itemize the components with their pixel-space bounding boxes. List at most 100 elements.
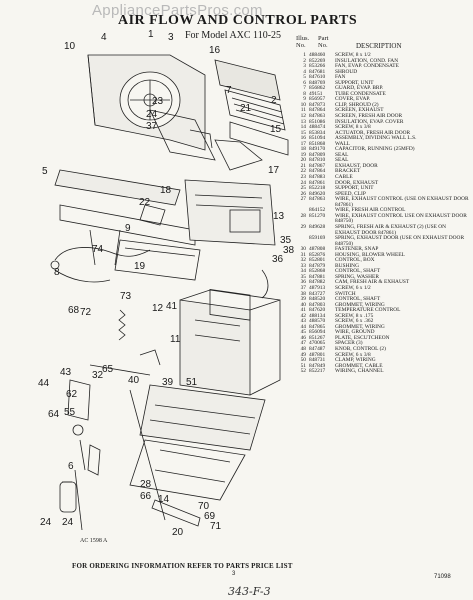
part-number: 856862 — [309, 85, 326, 92]
callout-label: 69 — [204, 511, 216, 522]
part-description: WIRE, EXHAUST CONTROL USE ON EXHAUST DOO… — [335, 212, 467, 225]
callout-label: 2 — [271, 95, 277, 106]
part-number: 852868 — [309, 268, 326, 275]
part-number: 487808 — [309, 246, 326, 253]
part-number: 487913 — [309, 284, 326, 291]
temp-control-illustration — [59, 379, 101, 531]
part-number: 847882 — [309, 279, 326, 286]
part-number: 847863 — [309, 113, 326, 120]
part-number: 852801 — [309, 257, 326, 264]
part-number: 847487 — [309, 345, 326, 352]
part-illus-no: 24 — [300, 179, 306, 186]
part-number: 856957 — [309, 96, 326, 103]
part-illus-no: 10 — [300, 101, 306, 108]
callout-label: 38 — [283, 245, 295, 256]
callout-label: 24 — [62, 517, 74, 528]
part-description: SCREW, 8 x 1/2 — [335, 52, 371, 58]
part-number: 488570 — [309, 318, 326, 325]
col-description: DESCRIPTION — [356, 42, 402, 50]
part-number: 847873 — [309, 101, 326, 108]
callout-label: 40 — [128, 375, 140, 386]
callout-label: 55 — [64, 407, 76, 418]
callout-label: 11 — [170, 334, 181, 345]
part-number: 848731 — [309, 357, 326, 364]
part-number: 49151 — [309, 90, 323, 97]
part-number: 847865 — [309, 323, 326, 330]
part-illus-no: 42 — [300, 312, 306, 319]
callout-label: 8 — [54, 267, 60, 278]
part-illus-no: 52 — [300, 368, 306, 375]
cable-rod-illustration — [129, 389, 201, 527]
part-number: 852217 — [309, 368, 326, 375]
part-description: GROMMET, WIRING — [335, 301, 385, 308]
part-illus-no: 33 — [300, 262, 306, 269]
part-illus-no: 11 — [300, 107, 306, 114]
part-description: WIRE, GROUND — [335, 329, 375, 336]
part-illus-no: 16 — [300, 135, 306, 142]
part-number: 847864 — [309, 168, 326, 175]
part-description: CAPACITOR, RUNNING (25MFD) — [335, 146, 415, 153]
part-description: SEAL — [335, 151, 349, 158]
part-illus-no: 35 — [300, 273, 306, 280]
callout-label: 43 — [60, 367, 72, 378]
callout-label: 21 — [240, 103, 252, 114]
part-description: INSULATION, EVAP. COVER — [335, 118, 404, 125]
part-description: WIRE, FRESH AIR CONTROL — [335, 207, 406, 214]
callout-label: 16 — [209, 45, 221, 56]
callout-label: 3 — [168, 32, 174, 43]
part-description: CONTROL, SHAFT — [335, 296, 381, 303]
part-illus-no: 37 — [300, 284, 306, 291]
part-illus-no: 27 — [300, 196, 306, 203]
callout-label: 74 — [92, 244, 104, 255]
part-illus-no: 3 — [303, 63, 306, 70]
part-number: 849170 — [309, 146, 326, 153]
part-number: 847803 — [309, 301, 326, 308]
part-description: SCREW, 8 x 3/8 — [335, 124, 371, 131]
callout-label: 5 — [42, 166, 48, 177]
control-box-illustration — [179, 269, 281, 396]
part-illus-no: 45 — [300, 329, 306, 336]
part-illus-no: 25 — [300, 185, 306, 192]
callout-label: 65 — [102, 364, 114, 375]
shroud-illustration — [87, 54, 206, 151]
part-description: WALL — [335, 140, 350, 147]
callout-label: 51 — [186, 377, 198, 388]
part-illus-no: 34 — [300, 268, 306, 275]
callout-label: 20 — [172, 527, 184, 538]
callout-label: 1 — [148, 29, 154, 40]
part-description: SUPPORT, UNIT — [335, 185, 374, 192]
part-number: 847610 — [309, 74, 326, 81]
fan-illustration — [149, 109, 216, 161]
part-illus-no: 26 — [300, 190, 306, 197]
part-illus-no: 9 — [303, 96, 306, 103]
part-illus-no: 21 — [300, 162, 306, 169]
handwritten-note: 343-F-3 — [228, 585, 271, 598]
part-illus-no: 43 — [300, 318, 306, 325]
part-number: 488134 — [309, 312, 326, 319]
part-description: FASTENER, SNAP — [335, 246, 379, 253]
part-description: EXHAUST, DOOR — [335, 162, 378, 169]
part-number: 852218 — [309, 185, 326, 192]
part-description: SHROUD — [335, 68, 358, 75]
part-number: 853834 — [309, 129, 326, 136]
part-number: 848769 — [309, 79, 326, 86]
